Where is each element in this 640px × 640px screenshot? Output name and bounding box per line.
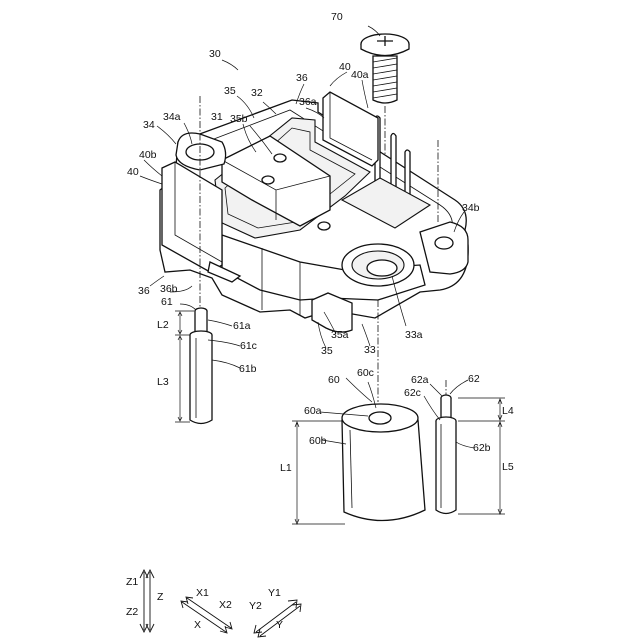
label-35a: 35a [331,329,349,341]
label-36-top: 36 [296,72,308,84]
label-L1: L1 [280,462,292,474]
axis-y1: Y1 [268,587,281,599]
axis-y2: Y2 [249,600,262,612]
axis-x1: X1 [196,587,209,599]
label-40b: 40b [139,149,157,161]
label-62c: 62c [404,387,421,399]
label-62a: 62a [411,374,429,386]
label-35-bottom: 35 [321,345,333,357]
label-L4: L4 [502,405,514,417]
label-61b: 61b [239,363,257,375]
label-34: 34 [143,119,155,131]
axis-x: X [194,619,201,631]
label-61c: 61c [240,340,257,352]
label-62b: 62b [473,442,491,454]
label-61a: 61a [233,320,251,332]
label-60c: 60c [357,367,374,379]
label-35b: 35b [230,113,248,125]
label-35-top: 35 [224,85,236,97]
label-32: 32 [251,87,263,99]
axis-x2: X2 [219,599,232,611]
sleeve-60 [342,404,425,521]
axis-y: Y [276,619,283,631]
label-31: 31 [211,111,223,123]
label-30: 30 [209,48,221,60]
pin-62 [436,380,456,514]
label-40-left: 40 [127,166,139,178]
label-60b: 60b [309,435,327,447]
label-L3: L3 [157,376,169,388]
label-33: 33 [364,344,376,356]
label-L5: L5 [502,461,514,473]
pin-61 [190,308,212,424]
label-33a: 33a [405,329,423,341]
axis-z2: Z2 [126,606,138,618]
label-36b: 36b [160,283,178,295]
label-36-bottom: 36 [138,285,150,297]
label-61: 61 [161,296,173,308]
axis-z: Z [157,591,164,603]
axis-z1: Z1 [126,576,138,588]
label-34a: 34a [163,111,181,123]
label-L2: L2 [157,319,169,331]
label-62: 62 [468,373,480,385]
label-40-top: 40 [339,61,351,73]
label-60a: 60a [304,405,322,417]
label-36a: 36a [299,96,317,108]
label-60: 60 [328,374,340,386]
label-40a: 40a [351,69,369,81]
label-34b: 34b [462,202,480,214]
label-70: 70 [331,11,343,23]
